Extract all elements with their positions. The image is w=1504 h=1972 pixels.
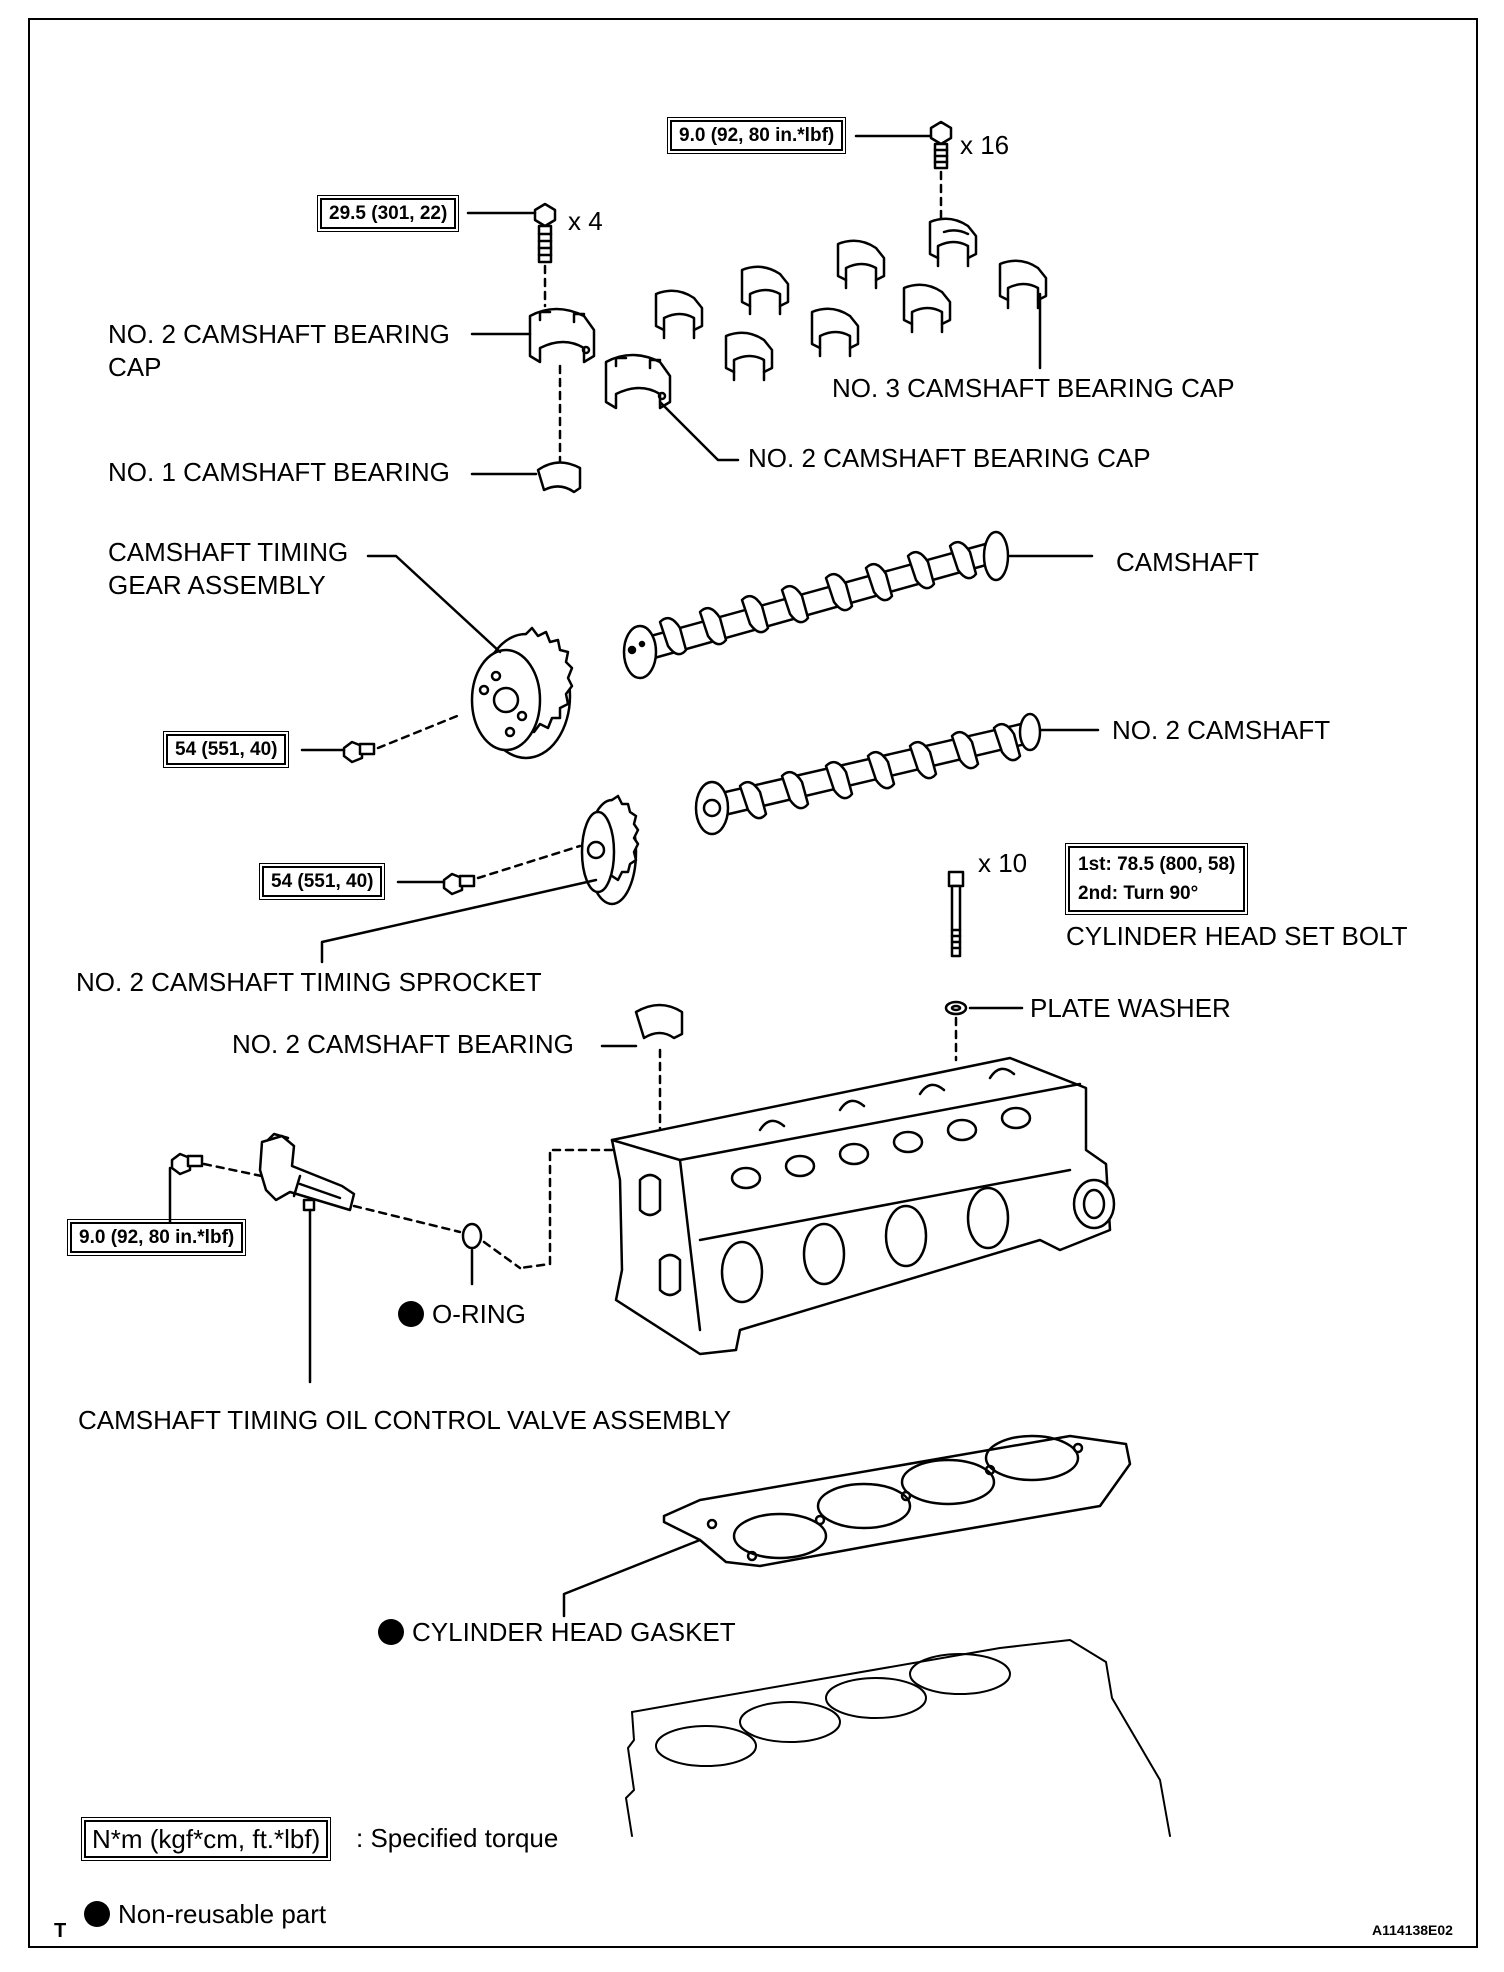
label-timing-gear-line1: CAMSHAFT TIMING — [108, 537, 349, 567]
non-reusable-dot-icon — [378, 1619, 404, 1645]
label-no2-cap-line2: CAP — [108, 352, 162, 382]
legend-non-reusable-text: Non-reusable part — [118, 1899, 327, 1929]
label-no2-camshaft-bearing-cap-left: NO. 2 CAMSHAFT BEARING CAP — [108, 318, 450, 384]
legend-non-reusable: Non-reusable part — [84, 1898, 326, 1931]
corner-letter: T — [54, 1920, 67, 1942]
cap-bolt-x16-icon — [929, 120, 953, 170]
label-no2-camshaft: NO. 2 CAMSHAFT — [1112, 715, 1331, 745]
quantity-x4: x 4 — [568, 206, 603, 236]
label-no2-cap-line1: NO. 2 CAMSHAFT BEARING — [108, 319, 450, 349]
non-reusable-dot-icon — [84, 1901, 110, 1927]
sprocket-bolt-icon — [442, 872, 476, 896]
no2-camshaft-bearing-icon — [634, 1003, 684, 1040]
no3-bearing-cap-icon — [810, 307, 860, 358]
camshaft-icon — [622, 530, 1010, 680]
no2-timing-sprocket-icon — [580, 794, 640, 906]
o-ring-icon — [461, 1222, 483, 1250]
figure-frame — [28, 18, 1478, 1948]
legend-torque-unit: N*m (kgf*cm, ft.*lbf) — [80, 1817, 332, 1861]
no2-bearing-cap-right-icon — [604, 353, 672, 410]
no2-bearing-cap-left-icon — [528, 307, 596, 364]
label-camshaft: CAMSHAFT — [1116, 547, 1259, 577]
label-o-ring-text: O-RING — [432, 1299, 526, 1329]
label-camshaft-timing-gear: CAMSHAFT TIMING GEAR ASSEMBLY — [108, 536, 348, 602]
no3-bearing-cap-icon — [654, 289, 704, 340]
label-no2-camshaft-bearing: NO. 2 CAMSHAFT BEARING — [232, 1029, 574, 1059]
label-gasket-text: CYLINDER HEAD GASKET — [412, 1617, 736, 1647]
label-plate-washer: PLATE WASHER — [1030, 993, 1231, 1023]
non-reusable-dot-icon — [398, 1301, 424, 1327]
torque-sprocket-bolt: 54 (551, 40) — [258, 863, 386, 900]
torque-gear-bolt: 54 (551, 40) — [162, 731, 290, 768]
engine-block-outline — [625, 1639, 1171, 1837]
label-o-ring: O-RING — [398, 1298, 526, 1331]
label-no2-camshaft-timing-sprocket: NO. 2 CAMSHAFT TIMING SPROCKET — [76, 967, 542, 997]
torque-cap-bolt-x4: 29.5 (301, 22) — [316, 195, 460, 232]
gear-bolt-icon — [342, 740, 376, 764]
label-cylinder-head-gasket: CYLINDER HEAD GASKET — [378, 1616, 736, 1649]
no3-bearing-cap-icon — [928, 217, 978, 268]
ocv-bolt-icon — [170, 1152, 204, 1176]
no2-camshaft-icon — [694, 712, 1042, 836]
no3-bearing-cap-icon — [902, 283, 952, 334]
camshaft-timing-gear-icon — [470, 626, 574, 760]
cap-bolt-x4-icon — [533, 202, 557, 264]
label-cylinder-head-set-bolt: CYLINDER HEAD SET BOLT — [1066, 921, 1408, 951]
no3-bearing-cap-icon — [740, 265, 790, 316]
cylinder-head-icon — [610, 1056, 1116, 1356]
quantity-x16: x 16 — [960, 130, 1010, 160]
torque-head-bolt-1st: 1st: 78.5 (800, 58) — [1078, 854, 1236, 875]
torque-cap-bolt-x16: 9.0 (92, 80 in.*lbf) — [666, 117, 847, 154]
torque-head-set-bolt: 1st: 78.5 (800, 58) 2nd: Turn 90° — [1064, 843, 1249, 915]
torque-ocv-bolt: 9.0 (92, 80 in.*lbf) — [66, 1219, 247, 1256]
no3-bearing-cap-icon — [998, 259, 1048, 310]
label-ocv-assembly: CAMSHAFT TIMING OIL CONTROL VALVE ASSEMB… — [78, 1405, 732, 1435]
label-no2-camshaft-bearing-cap-right: NO. 2 CAMSHAFT BEARING CAP — [748, 443, 1151, 473]
no1-camshaft-bearing-icon — [536, 461, 582, 494]
cylinder-head-set-bolt-icon — [947, 870, 965, 958]
quantity-x10: x 10 — [978, 848, 1028, 878]
legend-torque-desc: : Specified torque — [356, 1823, 559, 1853]
no3-bearing-cap-icon — [724, 331, 774, 382]
plate-washer-icon — [944, 1000, 968, 1016]
cylinder-head-gasket-icon — [662, 1434, 1132, 1568]
label-timing-gear-line2: GEAR ASSEMBLY — [108, 570, 326, 600]
torque-head-bolt-2nd: 2nd: Turn 90° — [1078, 883, 1199, 904]
label-no1-camshaft-bearing: NO. 1 CAMSHAFT BEARING — [108, 457, 450, 487]
no3-bearing-cap-icon — [836, 239, 886, 290]
figure-code: A114138E02 — [1372, 1922, 1453, 1938]
label-no3-camshaft-bearing-cap: NO. 3 CAMSHAFT BEARING CAP — [832, 373, 1235, 403]
oil-control-valve-icon — [258, 1132, 356, 1212]
